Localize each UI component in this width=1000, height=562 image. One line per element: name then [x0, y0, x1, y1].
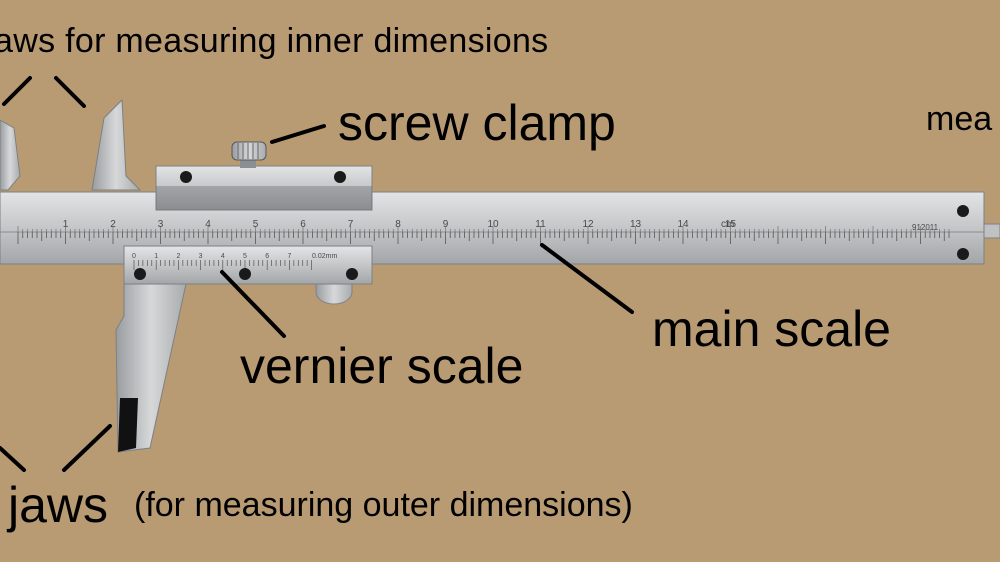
beam-screw [957, 205, 969, 217]
vernier-number: 1 [154, 253, 158, 260]
main-scale-number: 8 [395, 219, 401, 230]
beam-screw [957, 248, 969, 260]
main-scale-number: 5 [253, 219, 259, 230]
label-screw-clamp: screw clamp [338, 95, 616, 151]
vernier-number: 2 [176, 253, 180, 260]
label-depth-rod: mea [926, 100, 993, 138]
screw-clamp-knob [231, 141, 267, 161]
main-scale-number: 12 [582, 219, 594, 230]
slider-screw [334, 171, 346, 183]
thumb-grip [315, 283, 353, 305]
main-scale-number: 10 [487, 219, 499, 230]
vernier-number: 4 [221, 253, 225, 260]
vernier-screw [134, 268, 146, 280]
depth-rod [983, 223, 1000, 239]
vernier-number: 7 [287, 253, 291, 260]
main-scale-number: 15 [725, 219, 737, 230]
label-outer-jaws: jaws [8, 477, 109, 533]
inner-jaw-fixed [0, 119, 21, 191]
main-scale-ticks [17, 226, 950, 244]
main-scale-number: 9 [443, 219, 449, 230]
slider-screw [180, 171, 192, 183]
leader-lines [0, 76, 634, 472]
main-scale-number: 14 [677, 219, 689, 230]
vernier-number: 5 [243, 253, 247, 260]
main-scale-number: 2 [110, 219, 116, 230]
serial-number: 912011 [912, 223, 939, 232]
vernier-precision: 0.02mm [312, 253, 337, 260]
main-scale-unit: cm [721, 219, 734, 230]
label-main-scale: main scale [652, 301, 891, 357]
vernier-scale-ticks [133, 260, 312, 270]
main-scale-number: 13 [630, 219, 642, 230]
main-scale-number: 6 [300, 219, 306, 230]
label-inner-jaws: aws for measuring inner dimensions [0, 22, 549, 60]
main-scale-number: 7 [348, 219, 354, 230]
vernier-number: 0 [132, 253, 136, 260]
vernier-number: 6 [265, 253, 269, 260]
label-outer-jaws-note: (for measuring outer dimensions) [134, 486, 633, 524]
label-vernier-scale: vernier scale [240, 338, 524, 394]
vernier-screw [239, 268, 251, 280]
inner-jaw-sliding [91, 98, 142, 191]
main-scale-number: 11 [535, 219, 546, 230]
outer-jaw-tip [118, 398, 138, 452]
vernier-scale-numbers: 0 1 2 3 4 5 6 7 [132, 253, 291, 260]
vernier-number: 3 [199, 253, 203, 260]
main-scale-number: 1 [63, 219, 69, 230]
main-scale-number: 3 [158, 219, 164, 230]
main-scale-number: 4 [205, 219, 211, 230]
vernier-screw [346, 268, 358, 280]
